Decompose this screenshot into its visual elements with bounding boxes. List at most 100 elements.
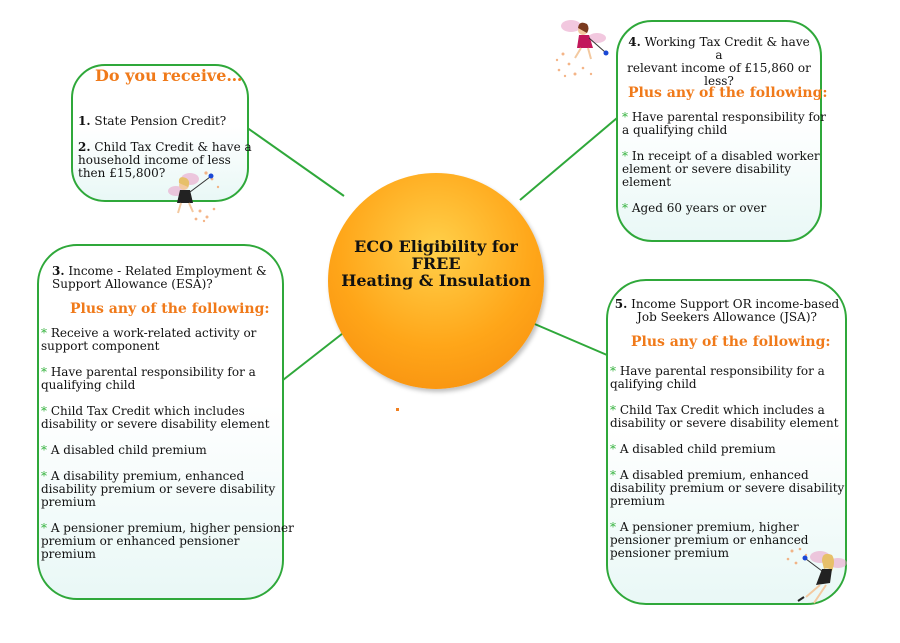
center-title: ECO Eligibility for FREE Heating & Insul… [328,238,544,289]
bullet-line: element or severe disability [622,162,792,176]
connector-box3 [282,329,348,381]
bullet-line: A disabled child premium [50,443,207,457]
box5-number: 5. [614,297,628,311]
bullet-star-icon: * [610,468,616,482]
bullet-line: premium [41,495,96,509]
bullet-line: premium [41,547,96,561]
bullet-star-icon: * [41,469,47,483]
bullet-line: disability premium or severe disability [610,481,845,495]
bullet-line: A disabled child premium [619,442,776,456]
bullet-line: A disabled premium, enhanced [619,468,809,482]
bullet-line: Have parental responsibility for a [619,364,825,378]
box1-heading: Do you receive… [95,66,243,85]
bullet-line: A pensioner premium, higher pensioner [50,521,294,535]
box3-line1: Income - Related Employment & [68,264,267,278]
bullet-line: pensioner premium [610,546,729,560]
fairy-icon [786,547,847,604]
box4-bullet-0: * Have parental responsibility for a qua… [622,111,826,137]
box1-item2-line1: Child Tax Credit & have a [94,140,252,154]
bullet-line: qualifying child [41,378,136,392]
bullet-line: A disability premium, enhanced [50,469,245,483]
box1-item1-number: 1. [78,114,91,128]
box4-plus-heading: Plus any of the following: [628,85,828,101]
box3-line2: Support Allowance (ESA)? [52,277,213,291]
box5-line2: Job Seekers Allowance (JSA)? [637,310,817,324]
bullet-line: disability premium or severe disability [41,482,276,496]
box-working-tax-credit [616,20,822,242]
bullet-line: Receive a work-related activity or [50,326,257,340]
bullet-star-icon: * [610,520,616,534]
box1-item2-number: 2. [78,140,91,154]
box4-line3: less? [704,74,734,88]
connector-box5 [529,321,608,356]
box5-bullet-3: * A disabled premium, enhanced disabilit… [610,469,844,508]
box5-plus-heading: Plus any of the following: [631,334,831,350]
fairy-icon [168,171,220,223]
connector-box1 [245,126,345,197]
bullet-line: disability or severe disability element [41,417,270,431]
bullet-star-icon: * [622,110,628,124]
box4-line2: relevant income of £15,860 or [627,61,811,75]
box3-number: 3. [52,264,65,278]
box5-bullet-2: * A disabled child premium [610,443,776,456]
bullet-line: a qualifying child [622,123,728,137]
bullet-star-icon: * [610,364,616,378]
box1-item2: 2. Child Tax Credit & have a household i… [78,141,252,180]
box5-bullet-0: * Have parental responsibility for a qal… [610,365,825,391]
bullet-star-icon: * [41,404,47,418]
bullet-star-icon: * [610,442,616,456]
box5-title: 5. Income Support OR income-based Job Se… [614,298,840,324]
center-title-line1: ECO Eligibility for [354,237,518,256]
bullet-line: Have parental responsibility for [631,110,826,124]
bullet-line: disability or severe disability element [610,416,839,430]
bullet-line: In receipt of a disabled worker [631,149,820,163]
bullet-star-icon: * [41,443,47,457]
box4-line1: Working Tax Credit & have a [644,35,810,62]
bullet-line: pensioner premium or enhanced [610,533,809,547]
center-title-line3: Heating & Insulation [341,271,531,290]
center-circle [328,173,544,389]
bullet-star-icon: * [41,521,47,535]
box4-number: 4. [628,35,641,49]
bullet-line: Have parental responsibility for a [50,365,256,379]
center-title-line2: FREE [411,254,461,273]
box3-bullet-3: * A disabled child premium [41,444,207,457]
bullet-line: qalifying child [610,377,697,391]
box1-item2-line2: household income of less [78,153,231,167]
box1-item1-text: State Pension Credit? [94,114,227,128]
bullet-line: premium [610,494,665,508]
bullet-star-icon: * [622,201,628,215]
box5-bullet-4: * A pensioner premium, higher pensioner … [610,521,809,560]
bullet-star-icon: * [41,365,47,379]
box4-bullet-2: * Aged 60 years or over [622,202,766,215]
bullet-line: premium or enhanced pensioner [41,534,240,548]
box1-item2-line3: then £15,800? [78,166,166,180]
box-esa [37,244,284,600]
box-income-support [606,279,847,605]
fairy-icon [555,20,609,78]
bullet-line: Child Tax Credit which includes [50,404,245,418]
bullet-line: element [622,175,672,189]
box3-bullet-2: * Child Tax Credit which includes disabi… [41,405,270,431]
box3-plus-heading: Plus any of the following: [70,301,270,317]
bullet-star-icon: * [41,326,47,340]
bullet-star-icon: * [610,403,616,417]
box5-bullet-1: * Child Tax Credit which includes a disa… [610,404,839,430]
box4-title: 4. Working Tax Credit & have a relevant … [626,36,812,88]
box4-bullet-1: * In receipt of a disabled worker elemen… [622,150,820,189]
box1-item1: 1. State Pension Credit? [78,115,226,128]
bullet-line: Aged 60 years or over [631,201,767,215]
box3-bullet-5: * A pensioner premium, higher pensioner … [41,522,294,561]
box5-line1: Income Support OR income-based [631,297,840,311]
box3-bullet-4: * A disability premium, enhanced disabil… [41,470,275,509]
bullet-line: support component [41,339,160,353]
box3-bullet-1: * Have parental responsibility for a qua… [41,366,256,392]
box3-bullet-0: * Receive a work-related activity or sup… [41,327,256,353]
bullet-line: Child Tax Credit which includes a [619,403,825,417]
bullet-line: A pensioner premium, higher [619,520,799,534]
connector-box4 [519,117,618,201]
stray-dot [396,408,399,411]
bullet-star-icon: * [622,149,628,163]
box3-title: 3. Income - Related Employment & Support… [52,265,267,291]
